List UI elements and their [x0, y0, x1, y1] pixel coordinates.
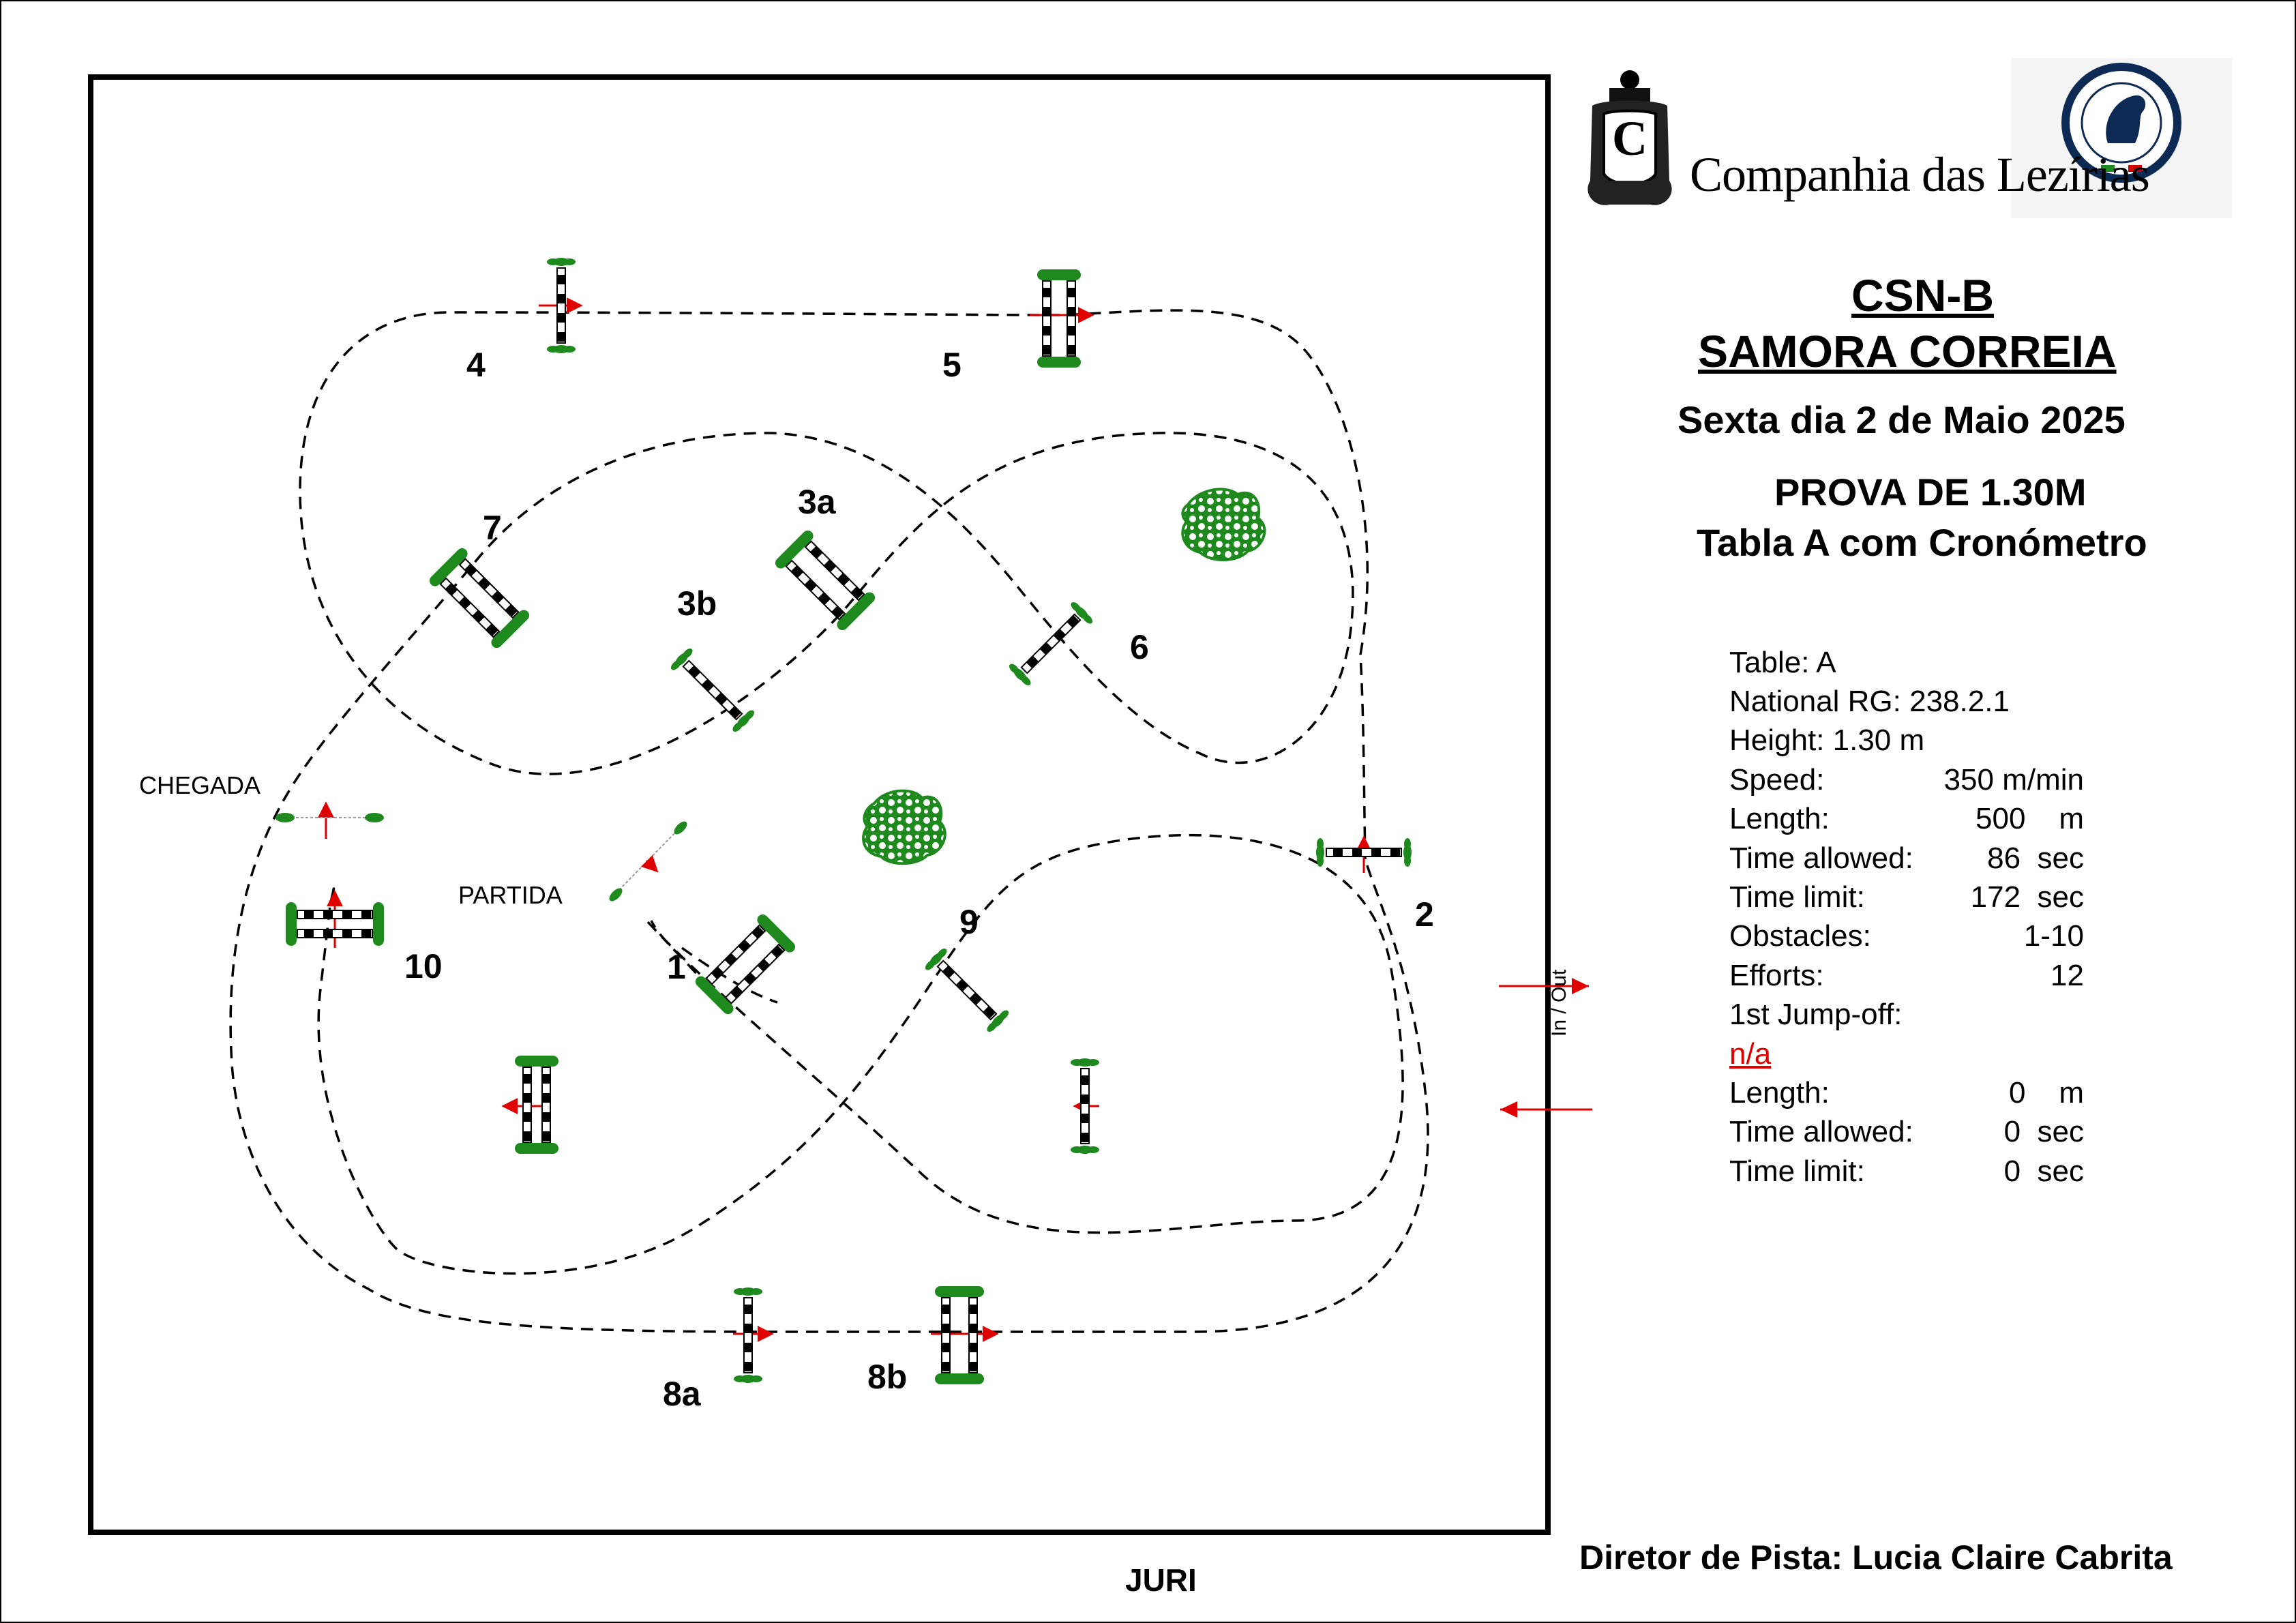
info-time-allowed-value: 86 sec — [1987, 842, 2084, 875]
info-jo-time-allowed: Time allowed: 0 sec — [1729, 1113, 2084, 1151]
obstacle-number-4: 4 — [466, 346, 486, 384]
in-out-label: In / Out — [1548, 969, 1570, 1037]
obstacle-7 — [429, 548, 530, 649]
info-speed: Speed: 350 m/min — [1729, 761, 2084, 799]
obstacle-9 — [923, 946, 1011, 1034]
finish-line — [275, 813, 384, 822]
info-jo-length-label: Length: — [1729, 1076, 1830, 1110]
info-time-allowed-label: Time allowed: — [1729, 842, 1913, 875]
arena-border — [88, 74, 1551, 1535]
table-description: Tabla A com Cronómetro — [1697, 521, 2147, 564]
info-time-allowed: Time allowed: 86 sec — [1729, 839, 2084, 878]
spare-obstacle-oxer — [515, 1056, 558, 1154]
info-obstacles-value: 1-10 — [2023, 919, 2084, 953]
info-jo-length-value: 0 m — [2008, 1076, 2084, 1110]
info-efforts-label: Efforts: — [1729, 959, 1824, 992]
judge-label: JURI — [1125, 1562, 1197, 1598]
obstacle-number-1: 1 — [667, 948, 686, 986]
sponsor-crest-logo: C — [1587, 70, 1672, 205]
obstacle-2 — [1316, 838, 1412, 867]
finish-label: CHEGADA — [139, 771, 261, 799]
shrub-decoration-center — [862, 789, 946, 865]
obstacle-number-9: 9 — [959, 903, 979, 941]
obstacle-number-10: 10 — [404, 947, 443, 985]
class-name: PROVA DE 1.30M — [1774, 471, 2087, 513]
info-height-text: Height: 1.30 m — [1729, 724, 1925, 757]
info-jumpoff-value-row: n/a — [1729, 1035, 2084, 1073]
info-obstacles: Obstacles: 1-10 — [1729, 917, 2084, 955]
info-table-type: Table: A — [1729, 644, 2084, 682]
info-jo-time-limit-value: 0 sec — [2003, 1155, 2084, 1188]
info-national-rg: National RG: 238.2.1 — [1729, 683, 2084, 721]
obstacle-10 — [286, 902, 384, 946]
obstacle-number-7: 7 — [483, 509, 502, 547]
obstacle-number-3a: 3a — [798, 483, 836, 521]
course-designer: Diretor de Pista: Lucia Claire Cabrita — [1579, 1538, 2173, 1577]
event-code: CSN-B — [1851, 270, 1994, 321]
info-jo-time-allowed-value: 0 sec — [2003, 1115, 2084, 1148]
info-jumpoff-label: 1st Jump-off: — [1729, 998, 1903, 1031]
info-height: Height: 1.30 m — [1729, 721, 2084, 760]
obstacle-number-8a: 8a — [663, 1375, 701, 1413]
info-time-limit-value: 172 sec — [1970, 880, 2084, 914]
obstacle-3b — [668, 646, 757, 734]
start-line — [609, 821, 687, 902]
direction-arrows — [318, 297, 1372, 1342]
riding-track — [229, 309, 1429, 1333]
obstacle-8b — [935, 1286, 984, 1384]
obstacle-number-8b: 8b — [867, 1358, 908, 1396]
obstacle-4 — [547, 258, 576, 353]
obstacle-number-6: 6 — [1130, 628, 1149, 666]
obstacle-number-2: 2 — [1415, 895, 1434, 934]
event-location: SAMORA CORREIA — [1698, 326, 2117, 376]
obstacle-number-5: 5 — [942, 346, 961, 384]
info-jo-time-limit: Time limit: 0 sec — [1729, 1152, 2084, 1191]
event-date: Sexta dia 2 de Maio 2025 — [1678, 398, 2126, 441]
info-obstacles-label: Obstacles: — [1729, 919, 1871, 953]
info-jumpoff: 1st Jump-off: — [1729, 996, 2084, 1034]
svg-text:C: C — [1612, 111, 1648, 166]
info-efforts-value: 12 — [2051, 959, 2084, 992]
info-time-limit: Time limit: 172 sec — [1729, 878, 2084, 917]
info-length-value: 500 m — [1976, 802, 2084, 835]
info-jumpoff-value[interactable]: n/a — [1729, 1037, 1772, 1071]
spare-obstacle-vertical — [1071, 1058, 1099, 1154]
info-length: Length: 500 m — [1729, 800, 2084, 838]
info-efforts: Efforts: 12 — [1729, 957, 2084, 995]
obstacle-8a — [734, 1287, 762, 1383]
federation-logo — [2011, 58, 2232, 218]
info-jo-time-limit-label: Time limit: — [1729, 1155, 1865, 1188]
obstacle-5 — [1037, 269, 1081, 368]
in-out-gate — [1499, 978, 1592, 1118]
obstacle-3a — [775, 530, 876, 631]
info-length-label: Length: — [1729, 802, 1830, 835]
shrub-decoration-top — [1181, 488, 1266, 561]
info-speed-value: 350 m/min — [1943, 763, 2084, 796]
obstacle-1 — [695, 914, 796, 1015]
start-label: PARTIDA — [458, 881, 563, 909]
info-jo-length: Length: 0 m — [1729, 1074, 2084, 1112]
info-table-type-text: Table: A — [1729, 646, 1836, 679]
obstacle-6 — [1007, 599, 1095, 688]
info-time-limit-label: Time limit: — [1729, 880, 1865, 914]
sponsor-name: Companhia das Lezírias — [1690, 147, 2150, 202]
info-jo-time-allowed-label: Time allowed: — [1729, 1115, 1913, 1148]
info-national-rg-text: National RG: 238.2.1 — [1729, 685, 2010, 718]
obstacle-number-3b: 3b — [677, 584, 717, 623]
info-speed-label: Speed: — [1729, 763, 1825, 796]
